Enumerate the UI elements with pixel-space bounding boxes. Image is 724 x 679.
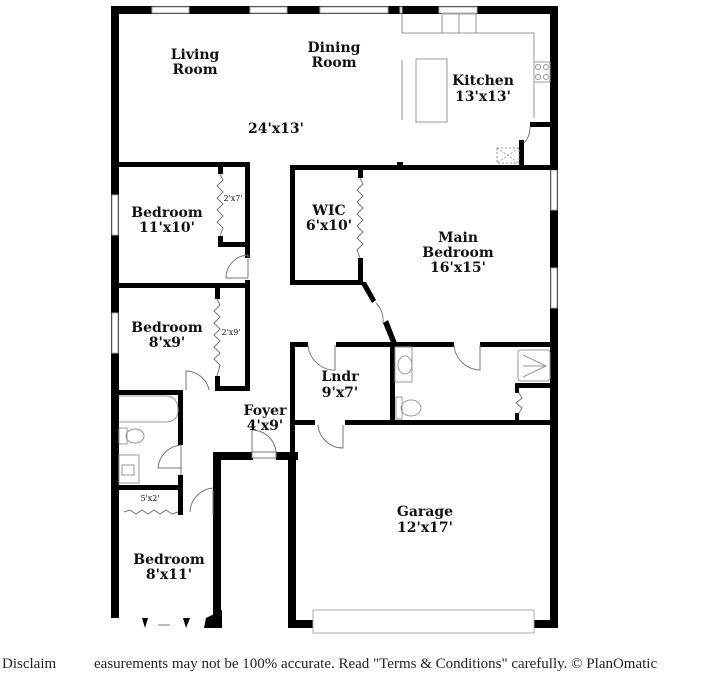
- label-bedroom1-size: 11'x10': [139, 220, 195, 236]
- disclaimer-left: Disclaim: [2, 656, 57, 672]
- label-wic: WIC: [311, 203, 345, 219]
- label-wic-size: 6'x10': [306, 218, 352, 234]
- label-laundry-size: 9'x7': [322, 385, 358, 401]
- label-main-bedroom-size: 16'x15': [430, 260, 486, 276]
- windows: [111, 6, 558, 634]
- label-bedroom3: Bedroom: [133, 552, 205, 568]
- label-living-dining-size: 24'x13': [248, 121, 304, 137]
- label-laundry: Lndr: [321, 369, 359, 385]
- closet-doors: [123, 173, 523, 515]
- label-kitchen: Kitchen: [452, 73, 514, 89]
- label-garage: Garage: [397, 504, 453, 520]
- interior-walls: [111, 122, 558, 515]
- label-kitchen-size: 13'x13': [455, 89, 511, 105]
- label-dining-line1: Dining: [308, 40, 361, 56]
- label-bedroom1: Bedroom: [131, 205, 203, 221]
- room-labels: Living Room Dining Room 24'x13' Kitchen …: [131, 40, 514, 583]
- label-bedroom1-closet: 2'x7': [223, 194, 242, 203]
- label-main-bedroom-line1: Main: [438, 230, 478, 246]
- label-bedroom3-size: 8'x11': [146, 567, 192, 583]
- label-living-line1: Living: [171, 47, 220, 63]
- swing-doors: [157, 126, 531, 515]
- label-bedroom3-closet: 5'x2': [140, 494, 159, 503]
- label-dining-line2: Room: [311, 55, 356, 71]
- label-foyer: Foyer: [244, 403, 288, 419]
- disclaimer: Disclaim easurements may not be 100% acc…: [0, 656, 724, 678]
- label-main-bedroom-line2: Bedroom: [422, 245, 494, 261]
- label-garage-size: 12'x17': [397, 520, 453, 536]
- fixtures: [118, 13, 551, 484]
- label-bedroom2: Bedroom: [131, 320, 203, 336]
- label-living-line2: Room: [172, 62, 217, 78]
- wall-fragments: [142, 610, 222, 628]
- label-bedroom2-size: 8'x9': [149, 335, 185, 351]
- disclaimer-right: easurements may not be 100% accurate. Re…: [94, 656, 658, 672]
- label-foyer-size: 4'x9': [247, 418, 283, 434]
- label-bedroom2-closet: 2'x9': [221, 328, 240, 337]
